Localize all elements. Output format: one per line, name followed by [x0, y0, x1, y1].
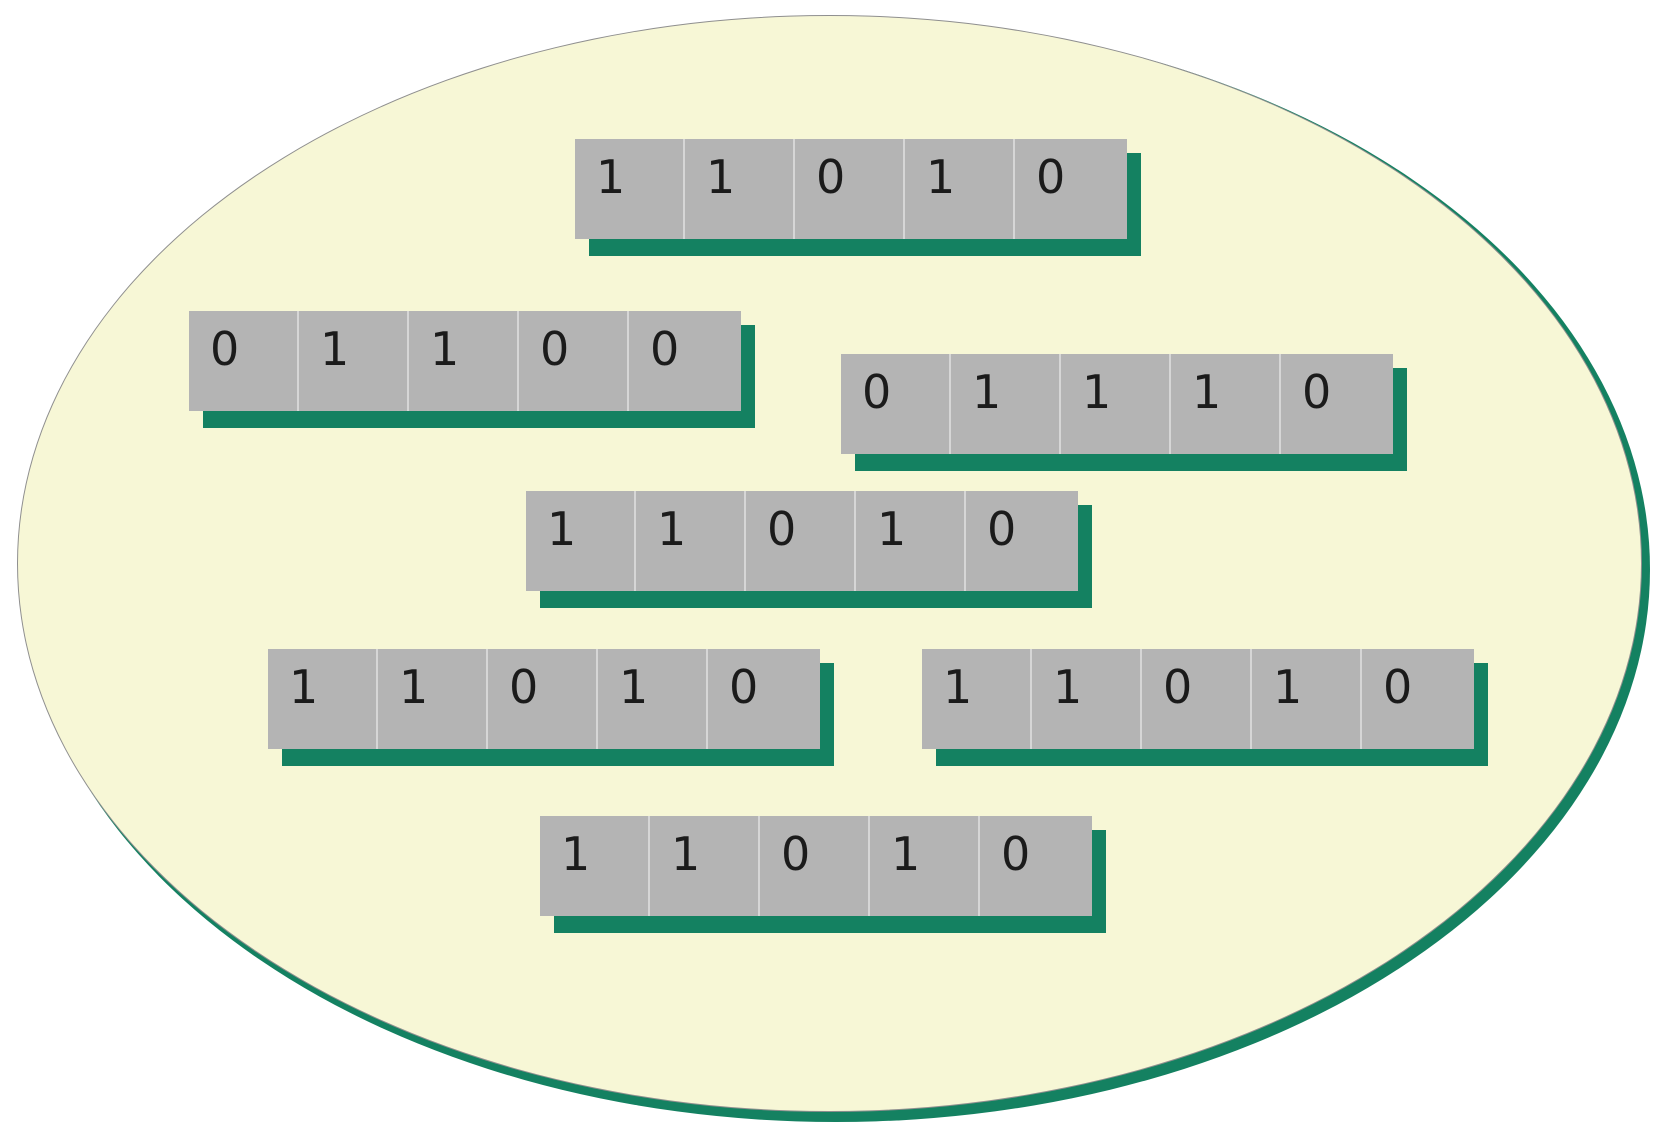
- gene-cell: 0: [760, 816, 870, 916]
- gene-value: 1: [561, 827, 591, 881]
- gene-cell: 1: [575, 139, 685, 239]
- gene-cell: 0: [1362, 649, 1474, 749]
- chromosome-2: 0 1 1 0 0: [189, 311, 755, 428]
- gene-value: 0: [816, 150, 846, 204]
- gene-value: 0: [987, 502, 1017, 556]
- gene-value: 0: [210, 322, 240, 376]
- gene-cell: 1: [922, 649, 1032, 749]
- gene-value: 0: [1163, 660, 1193, 714]
- gene-value: 0: [650, 322, 680, 376]
- chromosome-6: 1 1 0 1 0: [922, 649, 1488, 766]
- gene-row: 1 1 0 1 0: [922, 649, 1474, 749]
- gene-cell: 0: [746, 491, 856, 591]
- gene-cell: 1: [870, 816, 980, 916]
- gene-row: 1 1 0 1 0: [540, 816, 1092, 916]
- gene-row: 0 1 1 0 0: [189, 311, 741, 411]
- gene-value: 1: [891, 827, 921, 881]
- gene-cell: 1: [1171, 354, 1281, 454]
- gene-value: 0: [729, 660, 759, 714]
- gene-value: 1: [877, 502, 907, 556]
- gene-cell: 1: [636, 491, 746, 591]
- gene-cell: 1: [268, 649, 378, 749]
- gene-cell: 1: [1252, 649, 1362, 749]
- gene-row: 0 1 1 1 0: [841, 354, 1393, 454]
- gene-value: 1: [926, 150, 956, 204]
- gene-value: 1: [320, 322, 350, 376]
- gene-value: 1: [1273, 660, 1303, 714]
- gene-value: 1: [596, 150, 626, 204]
- gene-cell: 1: [856, 491, 966, 591]
- gene-cell: 1: [650, 816, 760, 916]
- gene-cell: 0: [1015, 139, 1127, 239]
- gene-cell: 0: [708, 649, 820, 749]
- gene-cell: 1: [526, 491, 636, 591]
- gene-value: 0: [1001, 827, 1031, 881]
- gene-value: 1: [619, 660, 649, 714]
- gene-cell: 0: [980, 816, 1092, 916]
- gene-value: 1: [972, 365, 1002, 419]
- gene-cell: 1: [905, 139, 1015, 239]
- gene-cell: 0: [795, 139, 905, 239]
- gene-row: 1 1 0 1 0: [268, 649, 820, 749]
- chromosome-7: 1 1 0 1 0: [540, 816, 1106, 933]
- gene-value: 1: [943, 660, 973, 714]
- gene-cell: 0: [1281, 354, 1393, 454]
- gene-value: 1: [671, 827, 701, 881]
- gene-row: 1 1 0 1 0: [526, 491, 1078, 591]
- gene-value: 1: [430, 322, 460, 376]
- gene-cell: 1: [685, 139, 795, 239]
- chromosome-1: 1 1 0 1 0: [575, 139, 1141, 256]
- gene-cell: 0: [966, 491, 1078, 591]
- gene-cell: 1: [378, 649, 488, 749]
- gene-value: 0: [1383, 660, 1413, 714]
- gene-cell: 0: [841, 354, 951, 454]
- gene-row: 1 1 0 1 0: [575, 139, 1127, 239]
- gene-cell: 1: [598, 649, 708, 749]
- gene-value: 1: [399, 660, 429, 714]
- gene-value: 1: [657, 502, 687, 556]
- gene-value: 1: [1082, 365, 1112, 419]
- gene-cell: 0: [519, 311, 629, 411]
- gene-cell: 0: [629, 311, 741, 411]
- gene-cell: 1: [1061, 354, 1171, 454]
- gene-value: 0: [862, 365, 892, 419]
- chromosome-3: 0 1 1 1 0: [841, 354, 1407, 471]
- chromosome-4: 1 1 0 1 0: [526, 491, 1092, 608]
- gene-value: 0: [509, 660, 539, 714]
- gene-value: 1: [1192, 365, 1222, 419]
- gene-value: 1: [547, 502, 577, 556]
- gene-cell: 0: [488, 649, 598, 749]
- gene-value: 1: [289, 660, 319, 714]
- gene-cell: 0: [1142, 649, 1252, 749]
- gene-cell: 0: [189, 311, 299, 411]
- gene-value: 0: [1302, 365, 1332, 419]
- gene-cell: 1: [1032, 649, 1142, 749]
- gene-value: 1: [1053, 660, 1083, 714]
- gene-cell: 1: [540, 816, 650, 916]
- gene-value: 0: [781, 827, 811, 881]
- gene-value: 0: [540, 322, 570, 376]
- gene-cell: 1: [951, 354, 1061, 454]
- gene-value: 0: [767, 502, 797, 556]
- gene-cell: 1: [299, 311, 409, 411]
- gene-value: 0: [1036, 150, 1066, 204]
- gene-cell: 1: [409, 311, 519, 411]
- gene-value: 1: [706, 150, 736, 204]
- chromosome-5: 1 1 0 1 0: [268, 649, 834, 766]
